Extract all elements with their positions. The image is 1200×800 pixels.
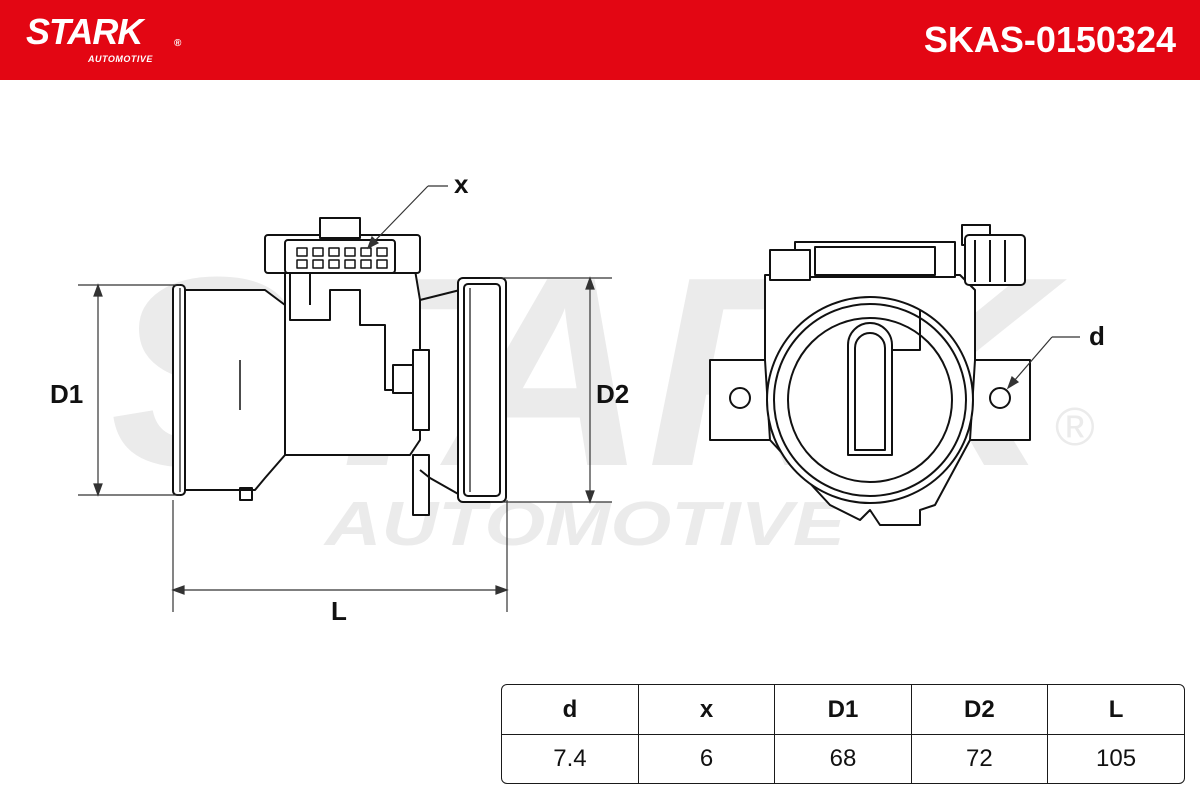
dimension-lines: [78, 185, 1080, 612]
dimensions-table: d x D1 D2 L 7.4 6 68 72 105: [501, 684, 1185, 784]
brand-name: STARK: [26, 11, 143, 52]
label-l: L: [331, 596, 347, 626]
value-l: 105: [1096, 745, 1137, 772]
header-l: L: [1047, 685, 1184, 735]
brand-logo: STARK ® AUTOMOTIVE: [26, 11, 181, 65]
header-bar: STARK ® AUTOMOTIVE SKAS-0150324: [0, 0, 1200, 80]
value-d2: 72: [911, 734, 1049, 783]
table-header-row: d x D1 D2 L: [502, 685, 1184, 735]
part-number: SKAS-0150324: [923, 19, 1176, 60]
label-x: x: [454, 169, 469, 199]
technical-drawing: STARK AUTOMOTIVE ®: [50, 169, 1105, 626]
header-d: d: [502, 685, 639, 735]
end-view: [709, 224, 1031, 526]
label-d: d: [1089, 321, 1105, 351]
value-x: 6: [638, 734, 776, 783]
brand-subtitle: AUTOMOTIVE: [88, 54, 153, 64]
table-row: 7.4 6 68 72 105: [502, 734, 1184, 783]
brand-registered-mark: ®: [174, 38, 182, 49]
header-x: x: [638, 685, 776, 735]
header-d1: D1: [774, 685, 912, 735]
watermark-mark: ®: [1055, 397, 1095, 457]
value-d: 7.4: [502, 734, 639, 783]
label-d2: D2: [596, 379, 629, 409]
watermark-sub: AUTOMOTIVE: [322, 490, 847, 559]
label-d1: D1: [50, 379, 83, 409]
value-d1: 68: [774, 734, 912, 783]
header-d2: D2: [911, 685, 1049, 735]
